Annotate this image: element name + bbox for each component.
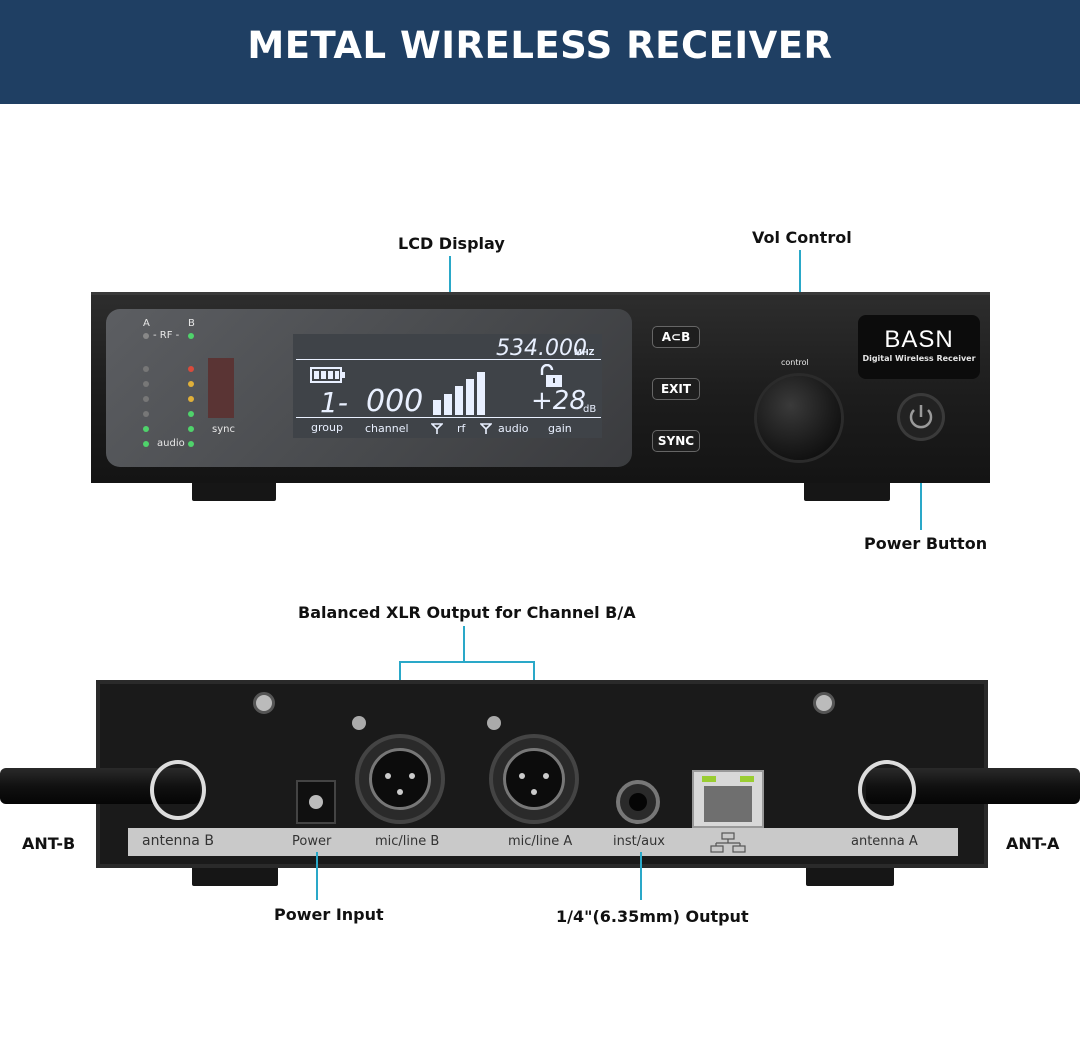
xlr-pin: [409, 773, 415, 779]
audio-led-a: [143, 381, 149, 387]
power-icon: [909, 405, 933, 429]
antenna-b-connector: [150, 760, 206, 820]
power-jack-pin: [309, 795, 323, 809]
rf-b-led: [188, 333, 194, 339]
label-antenna-b: antenna B: [142, 833, 214, 849]
quarter-inch-socket: [629, 793, 647, 811]
audio-led-b: [188, 426, 194, 432]
lcd-label-rf: rf: [457, 422, 466, 435]
callout-lcd-display: LCD Display: [398, 234, 505, 253]
ab-button[interactable]: A⊂B: [652, 326, 700, 348]
lcd-label-gain: gain: [548, 422, 572, 435]
leader-power-input: [316, 852, 318, 900]
callout-ant-a: ANT-A: [1006, 834, 1060, 853]
xlr-output-b: [355, 734, 445, 824]
xlr-pin: [385, 773, 391, 779]
audio-label: audio: [157, 438, 185, 449]
rf-label: - RF -: [153, 330, 180, 341]
xlr-pin: [519, 773, 525, 779]
brand-badge: [858, 315, 980, 379]
front-foot-right: [804, 481, 890, 501]
callout-power-button: Power Button: [864, 534, 988, 553]
lcd-label-audio: audio: [498, 422, 529, 435]
callout-ant-b: ANT-B: [22, 834, 76, 853]
volume-knob[interactable]: [757, 376, 841, 460]
ethernet-socket: [704, 786, 752, 822]
leader-xlr-bar: [399, 661, 535, 663]
front-foot-left: [192, 481, 276, 501]
power-jack: [296, 780, 336, 824]
lcd-label-group: group: [311, 421, 343, 434]
leader-quarter-output: [640, 852, 642, 900]
lcd-divider-top: [296, 359, 601, 360]
antenna-icon: [480, 423, 492, 434]
screw: [813, 692, 835, 714]
lcd-group-value: 1-: [320, 386, 348, 419]
leader-power: [920, 444, 922, 530]
unlock-icon: [540, 364, 562, 387]
antenna-icon: [431, 423, 443, 434]
battery-icon: [310, 367, 345, 383]
antenna-a-connector: [858, 760, 916, 820]
callout-vol-control: Vol Control: [752, 228, 852, 247]
page-title: METAL WIRELESS RECEIVER: [247, 24, 833, 67]
screw: [487, 716, 501, 730]
lcd-label-channel: channel: [365, 422, 409, 435]
rear-label-strip: [128, 828, 958, 856]
header-banner: [0, 0, 1080, 104]
lcd-channel-value: 000: [366, 384, 424, 419]
callout-quarter-output: 1/4"(6.35mm) Output: [556, 907, 749, 926]
audio-led-b: [188, 396, 194, 402]
audio-led-b: [188, 381, 194, 387]
audio-led-a: [143, 441, 149, 447]
lcd-frequency-unit: MHZ: [574, 348, 595, 357]
xlr-socket: [369, 748, 431, 810]
knob-label: control: [781, 358, 809, 367]
label-mic-line-b: mic/line B: [375, 834, 440, 849]
rf-signal-bars-icon: [433, 372, 485, 415]
exit-button[interactable]: EXIT: [652, 378, 700, 400]
rf-a-label: A: [143, 318, 150, 329]
brand-name: BASN: [884, 326, 954, 353]
lcd-divider-bottom: [296, 417, 601, 418]
screw: [253, 692, 275, 714]
xlr-socket: [503, 748, 565, 810]
label-inst-aux: inst/aux: [613, 834, 665, 849]
sync-button[interactable]: SYNC: [652, 430, 700, 452]
label-mic-line-a: mic/line A: [508, 834, 573, 849]
rf-b-label: B: [188, 318, 195, 329]
sync-led-label: sync: [212, 424, 235, 435]
lcd-frequency: 534.000: [496, 336, 587, 361]
audio-led-a: [143, 411, 149, 417]
lcd-gain-value: +28: [531, 386, 586, 416]
sync-window: [208, 358, 234, 418]
xlr-output-a: [489, 734, 579, 824]
audio-led-a: [143, 426, 149, 432]
screw: [352, 716, 366, 730]
network-icon: [710, 832, 746, 853]
leader-xlr-stem: [463, 626, 465, 662]
audio-led-b: [188, 411, 194, 417]
brand-subtitle: Digital Wireless Receiver: [862, 354, 976, 363]
callout-xlr-output: Balanced XLR Output for Channel B/A: [298, 603, 636, 622]
ethernet-port-icon: [692, 770, 764, 828]
audio-led-b: [188, 441, 194, 447]
quarter-inch-jack: [616, 780, 660, 824]
rf-a-led: [143, 333, 149, 339]
ethernet-led: [740, 776, 754, 782]
label-antenna-a: antenna A: [851, 834, 918, 849]
xlr-pin: [531, 789, 537, 795]
xlr-pin: [397, 789, 403, 795]
label-power: Power: [292, 834, 332, 849]
xlr-pin: [543, 773, 549, 779]
lcd-gain-unit: dB: [583, 404, 597, 415]
ethernet-led: [702, 776, 716, 782]
audio-led-a: [143, 396, 149, 402]
audio-led-a: [143, 366, 149, 372]
power-button[interactable]: [897, 393, 945, 441]
audio-led-b: [188, 366, 194, 372]
callout-power-input: Power Input: [274, 905, 384, 924]
